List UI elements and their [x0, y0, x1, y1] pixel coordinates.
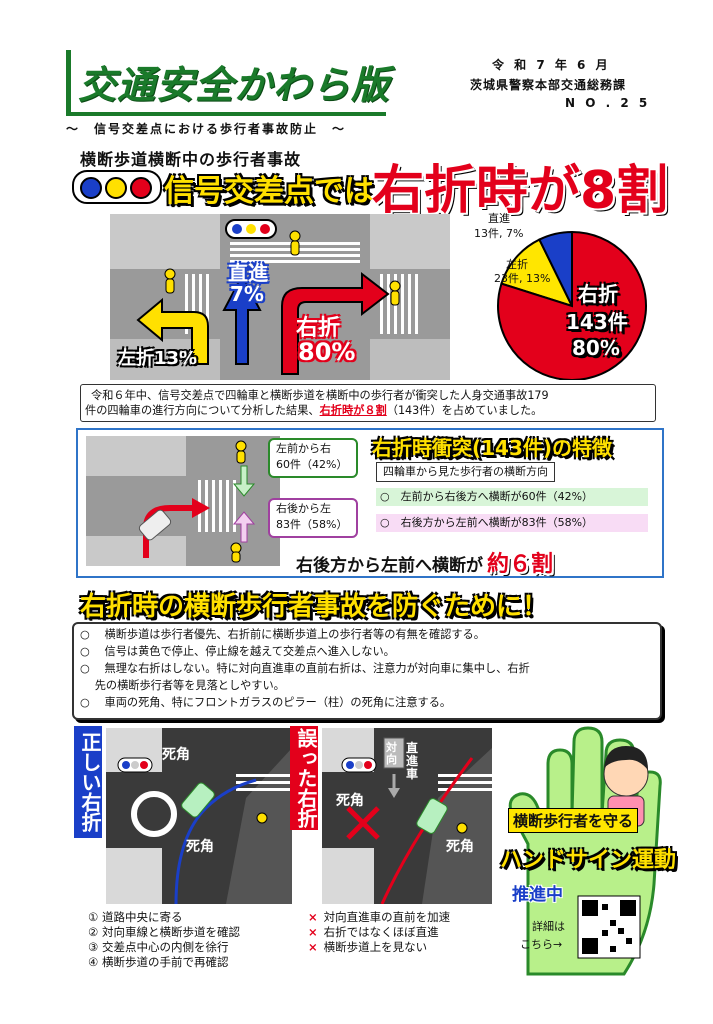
wrong-oncoming: 対向: [386, 741, 397, 766]
hand-sign-line1: 横断歩行者を守る: [508, 808, 639, 833]
pie-straight-label: 直進: [488, 212, 510, 225]
summary-line2: 件の四輪車の進行方向について分析した結果、右折時が８割（143件）を占めていまし…: [85, 403, 542, 418]
feature-bullet1: ○ 左前から右後方へ横断が60件（42%）: [376, 488, 648, 506]
hand-sign-detail2: こちら→: [520, 938, 563, 951]
intersection-diagram: [90, 214, 462, 380]
pie-straight-value: 13件, 7%: [474, 227, 524, 240]
title-bar-horizontal: [66, 112, 386, 116]
summary-line2-pre: 件の四輪車の進行方向について分析した結果、: [85, 404, 320, 417]
pie-slice-left: [500, 238, 574, 308]
x-mark-icon: ×: [308, 940, 318, 954]
feature-conclusion-emph: 約６割: [487, 552, 554, 577]
x-mark-icon: ×: [308, 925, 318, 939]
callout1-line2: 60件（42%）: [276, 458, 348, 471]
direction-pie-chart: [497, 230, 647, 380]
prevent-item3-cont: 先の横断歩行者等を見落としやすい。: [80, 679, 285, 692]
left-turn-label: 左折13%: [118, 348, 198, 369]
right-turn-label: 右折: [296, 316, 341, 341]
feature-conclusion: 右後方から左前へ横断が約６割: [296, 546, 553, 578]
wrong-blind-spot2: 死角: [446, 839, 474, 855]
headline-line1: 横断歩道横断中の歩行者事故: [80, 150, 302, 169]
traffic-light-icon: [72, 170, 162, 204]
correct-step3: ③ 交差点中心の内側を徐行: [88, 940, 229, 954]
wrong-item3: 横断歩道上を見ない: [323, 940, 428, 954]
straight-label: 直進: [228, 261, 268, 285]
callout1-line1: 左前から右: [276, 442, 331, 455]
correct-blind-spot1: 死角: [162, 747, 190, 763]
title-bar-vertical: [66, 50, 71, 116]
feature-title: 右折時衝突(143件)の特徴: [372, 436, 613, 460]
correct-steps: ① 道路中央に寄る ② 対向車線と横断歩道を確認 ③ 交差点中心の内側を徐行 ④…: [88, 910, 240, 970]
straight-percent: 7%: [230, 282, 264, 306]
headline-signal: 信号交差点では: [164, 174, 374, 209]
feature-box-label: 四輪車から見た歩行者の横断方向: [376, 462, 555, 482]
summary-line2-post: （143件）を占めていました。: [386, 404, 543, 417]
prevent-heading: 右折時の横断歩行者事故を防ぐために！: [80, 592, 549, 622]
callout-right-to-left: 右後から左 83件（58%）: [268, 498, 358, 538]
right-turn-percent: 80%: [298, 338, 356, 366]
hand-sign-badge: 推進中: [512, 885, 563, 905]
correct-turn-diagram: [106, 728, 292, 904]
newsletter-title: 交通安全かわら版: [78, 63, 391, 107]
red-light-icon: [130, 177, 152, 199]
issuing-org: 茨城県警察本部交通総務課: [470, 78, 627, 92]
subtitle: 〜 信号交差点における歩行者事故防止 〜: [66, 122, 347, 136]
wrong-item2: 右折ではなくほぼ直進: [323, 925, 439, 939]
summary-line1: 令和６年中、信号交差点で四輪車と横断歩道を横断中の歩行者が衝突した人身交通事故1…: [91, 389, 549, 402]
headline-right-turn: 右折時が8割: [372, 161, 669, 221]
pie-right-label: 右折: [578, 282, 618, 306]
summary-box: 令和６年中、信号交差点で四輪車と横断歩道を横断中の歩行者が衝突した人身交通事故1…: [80, 384, 656, 422]
prevent-item3: ○ 無理な右折はしない。特に対向直進車の直前右折は、注意力が対向車に集中し、右折: [80, 662, 530, 675]
x-mark-icon: ×: [308, 910, 318, 924]
issue-number: N O . 2 5: [565, 96, 651, 110]
wrong-item1: 対向直進車の直前を加速: [323, 910, 451, 924]
summary-line2-emph: 右折時が８割: [319, 404, 387, 417]
prevent-box: ○ 横断歩道は歩行者優先、右折前に横断歩道上の歩行者等の有無を確認する。 ○ 信…: [72, 622, 662, 720]
correct-step4: ④ 横断歩道の手前で再確認: [88, 955, 229, 969]
feature-conclusion-pre: 右後方から左前へ横断が: [296, 556, 483, 576]
pie-slice-right: [497, 230, 647, 380]
feature-bullet2: ○ 右後方から左前へ横断が83件（58%）: [376, 514, 648, 532]
wrong-turn-diagram: [322, 728, 492, 904]
callout-left-to-right: 左前から右 60件（42%）: [268, 438, 358, 478]
hand-sign-line2: ハンドサイン運動: [500, 848, 677, 873]
hand-icon: [508, 726, 662, 976]
callout2-line2: 83件（58%）: [276, 518, 348, 531]
wrong-blind-spot1: 死角: [336, 793, 364, 809]
prevent-item2: ○ 信号は黄色で停止、停止線を越えて交差点へ進入しない。: [80, 645, 395, 658]
issue-date: 令 和 7 年 6 月: [492, 58, 611, 72]
correct-label: 正しい右折: [74, 726, 102, 838]
right-turn-diagram: [86, 436, 280, 566]
correct-blind-spot2: 死角: [186, 839, 214, 855]
prevent-item4: ○ 車両の死角、特にフロントガラスのピラー（柱）の死角に注意する。: [80, 696, 452, 709]
pie-right-count: 143件: [566, 310, 628, 334]
pie-right-percent: 80%: [572, 336, 620, 360]
blue-light-icon: [80, 177, 102, 199]
yellow-light-icon: [105, 177, 127, 199]
wrong-straight-car: 直進車: [406, 741, 419, 781]
callout2-line1: 右後から左: [276, 502, 331, 515]
hand-sign-detail1: 詳細は: [532, 920, 565, 933]
correct-step2: ② 対向車線と横断歩道を確認: [88, 925, 240, 939]
pie-left-value: 23件, 13%: [494, 272, 551, 285]
wrong-steps: × 対向直進車の直前を加速 × 右折ではなくほぼ直進 × 横断歩道上を見ない: [308, 910, 450, 955]
wrong-label: 誤った右折: [290, 726, 318, 830]
prevent-item1: ○ 横断歩道は歩行者優先、右折前に横断歩道上の歩行者等の有無を確認する。: [80, 628, 485, 641]
pie-left-label: 左折: [506, 258, 528, 271]
correct-step1: ① 道路中央に寄る: [88, 910, 183, 924]
